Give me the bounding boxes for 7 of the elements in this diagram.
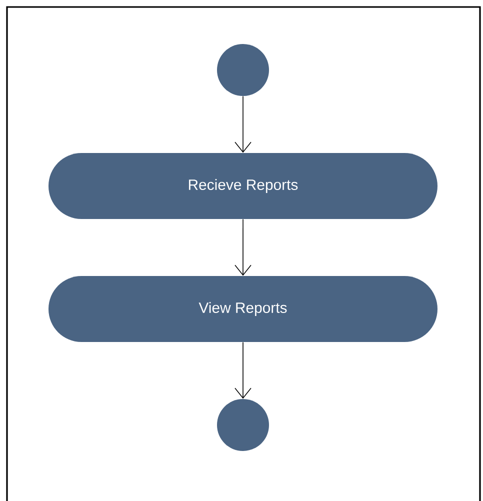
- action-box: Recieve Reports: [48, 153, 438, 219]
- action-box: View Reports: [48, 276, 438, 342]
- arrow: [234, 218, 252, 276]
- state-circle: [217, 44, 269, 96]
- arrow: [234, 342, 252, 399]
- state-circle: [217, 399, 269, 451]
- arrow: [234, 96, 252, 153]
